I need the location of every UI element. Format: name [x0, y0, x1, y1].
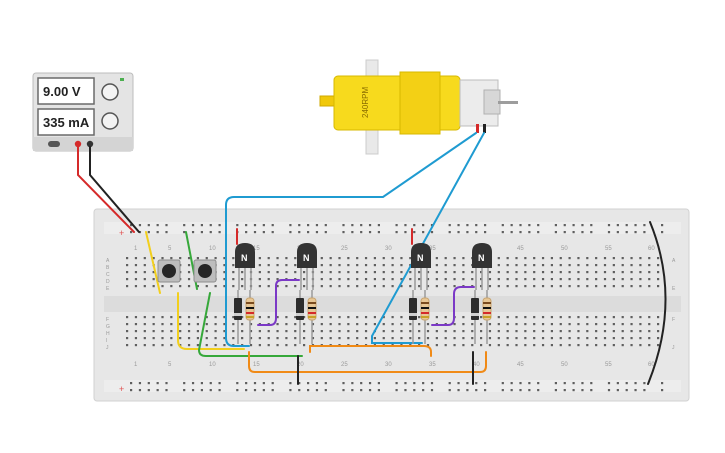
svg-text:A: A: [106, 258, 110, 264]
svg-text:10: 10: [209, 362, 216, 368]
current-readout: 335 mA: [43, 115, 90, 130]
svg-text:5: 5: [168, 246, 172, 252]
resistor-3: [420, 290, 430, 344]
diode-3: [409, 290, 417, 344]
svg-text:J: J: [672, 345, 675, 351]
svg-text:H: H: [106, 331, 110, 337]
motor-rpm-label: 240RPM: [361, 87, 370, 118]
blue-motor-wire-2: [371, 132, 485, 344]
diode-1: [234, 290, 242, 344]
plus-rail-marker-bottom: +: [119, 384, 124, 394]
diodes[interactable]: [234, 290, 479, 344]
svg-text:25: 25: [341, 362, 348, 368]
svg-text:30: 30: [385, 246, 392, 252]
svg-text:45: 45: [517, 362, 524, 368]
svg-text:60: 60: [648, 362, 655, 368]
svg-text:40: 40: [473, 362, 480, 368]
red-power-wire: [77, 146, 135, 233]
svg-text:F: F: [106, 317, 109, 323]
motor-terminal-black[interactable]: [483, 124, 486, 133]
voltage-display: [37, 77, 95, 105]
diode-2: [296, 290, 304, 344]
resistor-1: [245, 290, 255, 344]
current-knob[interactable]: [101, 112, 119, 130]
black-ground-jumpers: [297, 351, 474, 385]
svg-text:1: 1: [134, 362, 138, 368]
transistor-3[interactable]: N: [411, 243, 431, 290]
svg-text:55: 55: [605, 362, 612, 368]
svg-text:1: 1: [134, 246, 138, 252]
transistor-3-label: N: [417, 253, 424, 263]
push-buttons[interactable]: [157, 259, 217, 283]
svg-text:E: E: [672, 286, 676, 292]
svg-text:C: C: [106, 272, 110, 278]
transistor-4-label: N: [478, 253, 485, 263]
svg-text:F: F: [672, 317, 675, 323]
yellow-wire: [145, 231, 245, 350]
svg-text:35: 35: [429, 246, 436, 252]
plus-rail-marker: +: [119, 228, 124, 238]
diode-4: [471, 290, 479, 344]
svg-text:15: 15: [253, 362, 260, 368]
svg-text:10: 10: [209, 246, 216, 252]
svg-text:35: 35: [429, 362, 436, 368]
positive-terminal[interactable]: [74, 140, 82, 148]
wires[interactable]: [77, 132, 667, 385]
power-switch[interactable]: [48, 141, 60, 147]
transistor-2[interactable]: N: [297, 243, 317, 290]
column-labels-bottom: 1 5 10 15 20 25 30 35 40 45 50 55 60: [134, 362, 655, 368]
negative-terminal[interactable]: [86, 140, 94, 148]
voltage-knob[interactable]: [101, 83, 119, 101]
svg-text:60: 60: [648, 246, 655, 252]
orange-wire-long: [248, 351, 487, 373]
svg-text:5: 5: [168, 362, 172, 368]
purple-wire-2: [431, 286, 475, 326]
resistors[interactable]: [245, 290, 492, 344]
svg-text:45: 45: [517, 246, 524, 252]
motor-terminal-red[interactable]: [476, 124, 479, 133]
push-button-1[interactable]: [157, 259, 181, 283]
svg-text:50: 50: [561, 362, 568, 368]
red-jumpers: [236, 228, 413, 245]
black-ground-wire: [89, 146, 140, 233]
svg-text:D: D: [106, 279, 110, 285]
svg-text:55: 55: [605, 246, 612, 252]
cv-indicator: [120, 78, 124, 81]
row-labels: A B C D E F G H I J A E F J: [106, 258, 676, 351]
svg-text:A: A: [672, 258, 676, 264]
resistor-2: [307, 290, 317, 344]
svg-text:30: 30: [385, 362, 392, 368]
svg-text:20: 20: [297, 362, 304, 368]
purple-wire-1: [257, 279, 300, 326]
push-button-2[interactable]: [193, 259, 217, 283]
svg-text:50: 50: [561, 246, 568, 252]
dc-motor[interactable]: 240RPM: [319, 59, 518, 155]
resistor-4: [482, 290, 492, 344]
transistors[interactable]: N N N N: [235, 243, 492, 290]
voltage-readout: 9.00 V: [43, 84, 81, 99]
current-display: [37, 108, 95, 136]
blue-motor-wire-1: [225, 132, 477, 347]
svg-text:J: J: [106, 345, 109, 351]
transistor-2-label: N: [303, 253, 310, 263]
svg-text:15: 15: [253, 246, 260, 252]
svg-text:I: I: [106, 338, 107, 344]
svg-text:B: B: [106, 265, 110, 271]
svg-text:25: 25: [341, 246, 348, 252]
transistor-4[interactable]: N: [472, 243, 492, 290]
svg-text:E: E: [106, 286, 110, 292]
power-supply[interactable]: 9.00 V 335 mA: [32, 72, 134, 152]
black-rail-bridge: [647, 221, 667, 385]
transistor-1-label: N: [241, 253, 248, 263]
svg-text:G: G: [106, 324, 110, 330]
transistor-1[interactable]: N: [235, 243, 255, 290]
orange-wire-short: [309, 345, 432, 357]
